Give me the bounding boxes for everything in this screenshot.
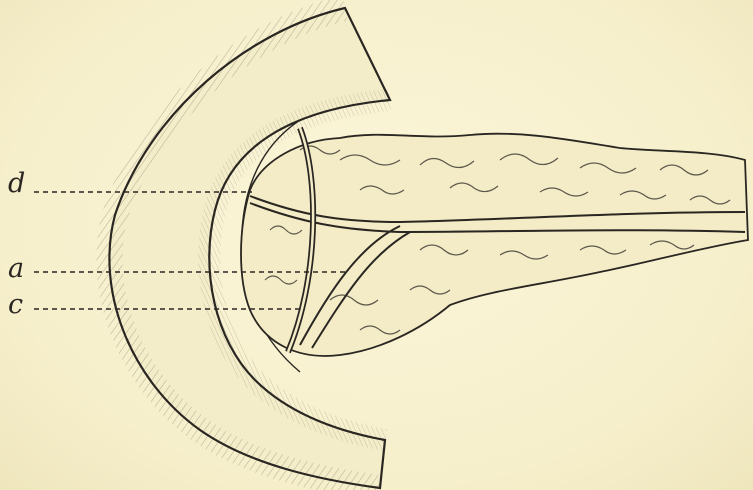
label-d: d (8, 170, 25, 197)
label-c: c (8, 291, 23, 318)
pancreas (241, 134, 748, 356)
label-a: a (8, 255, 24, 282)
